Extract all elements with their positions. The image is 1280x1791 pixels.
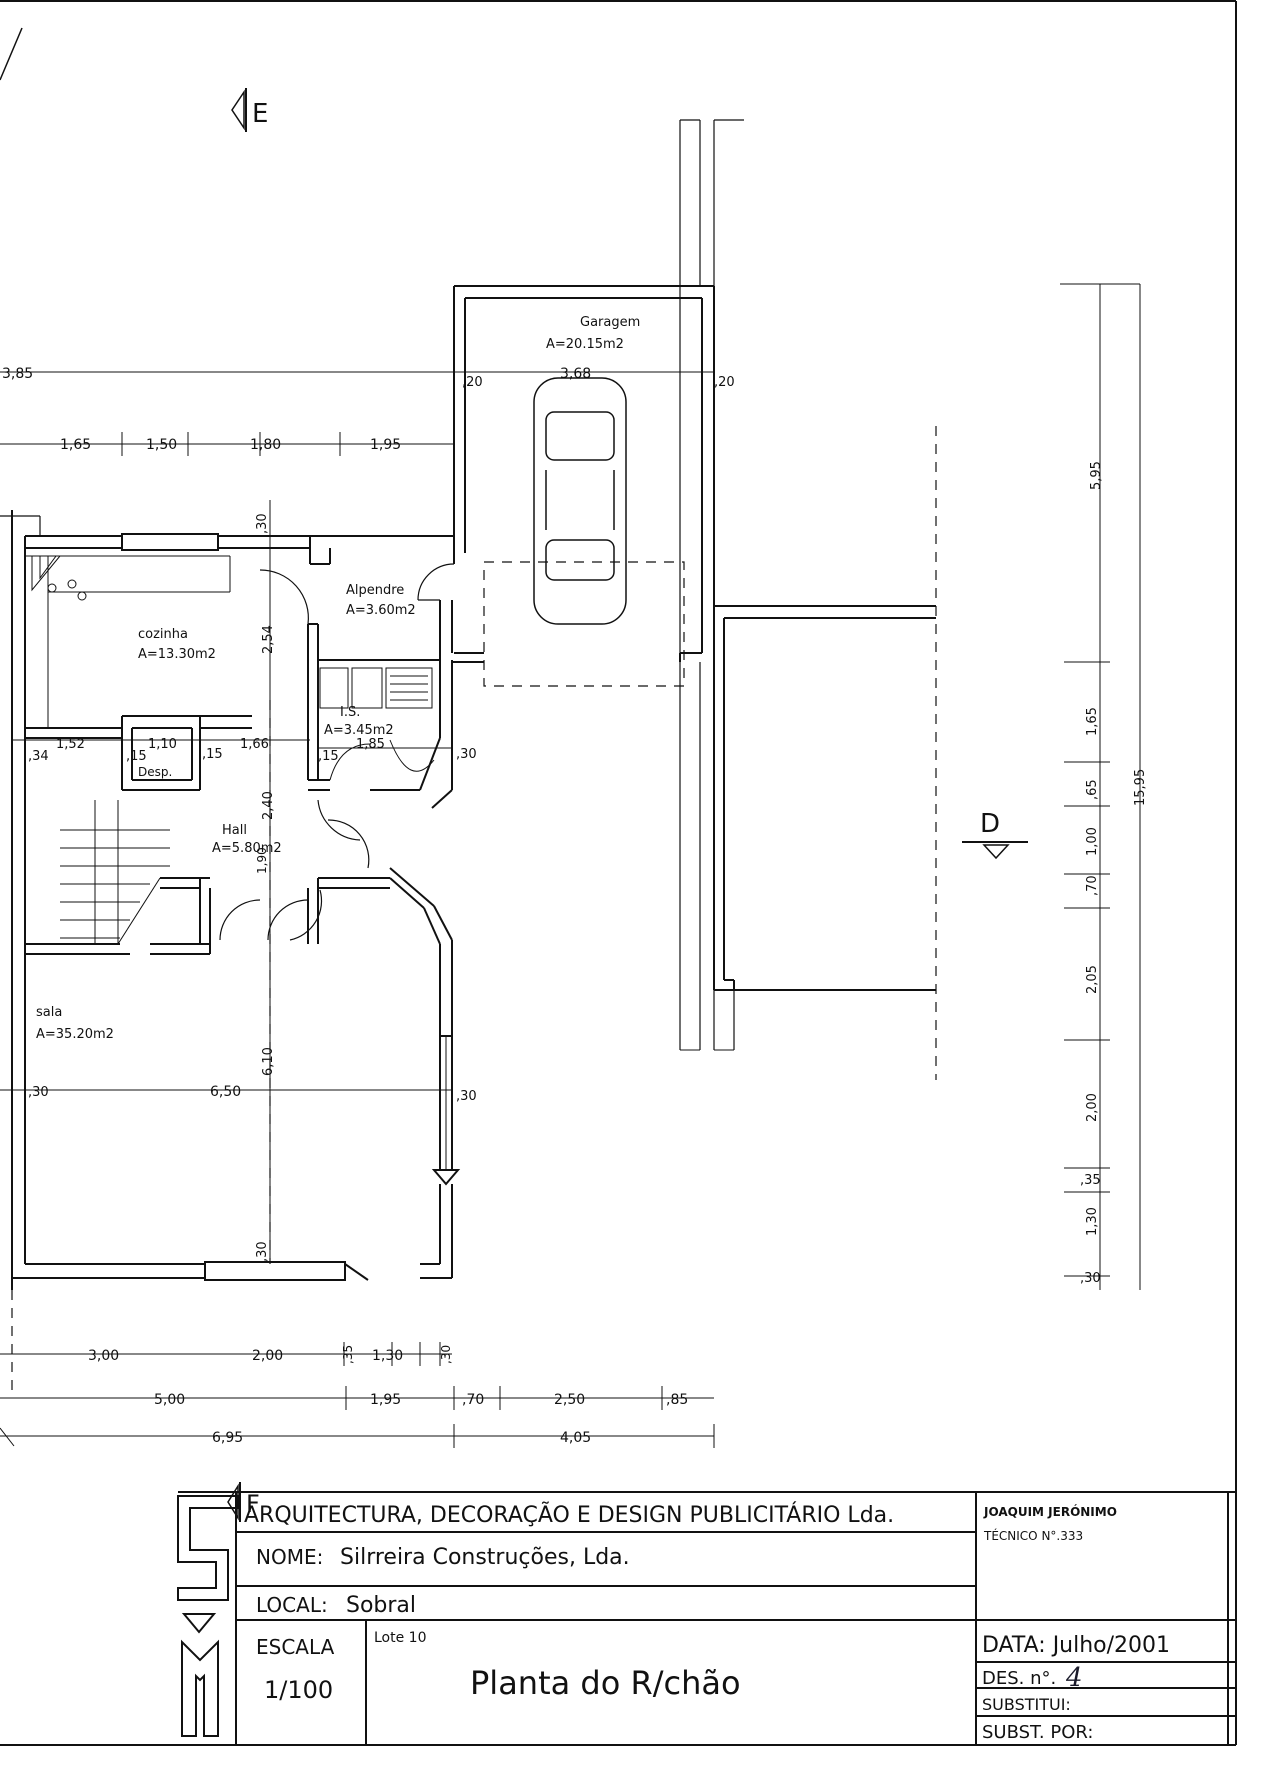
dim-top-total: 3,85 [2, 366, 33, 382]
room-name-is: I.S. [340, 705, 360, 720]
dim-bot1-3-00: 3,00 [88, 1348, 119, 1364]
dim-r-65: ,65 [1085, 779, 1100, 800]
dim-r-2-05: 2,05 [1085, 965, 1100, 994]
technician-name: JOAQUIM JERÓNIMO [983, 1504, 1117, 1519]
section-label-f: F [246, 1490, 260, 1518]
room-area-cozinha: A=13.30m2 [138, 647, 216, 662]
dim-bot2-85: ,85 [666, 1392, 688, 1408]
dim-mid-30: ,30 [456, 747, 477, 762]
company-logo [177, 1495, 239, 1601]
dim-v-6-10: 6,10 [261, 1047, 276, 1076]
dim-bot2-1-95: 1,95 [370, 1392, 401, 1408]
des-number: 4 [1065, 1663, 1083, 1693]
dim-v-1-90: 1,90 [255, 847, 269, 874]
dim-r-2-00: 2,00 [1085, 1093, 1100, 1122]
bathroom-fixtures [319, 667, 435, 781]
room-area-sala: A=35.20m2 [36, 1027, 114, 1042]
dim-sala-30-left: ,30 [28, 1085, 49, 1100]
door-swings [219, 563, 455, 941]
subst-por-field: SUBST. POR: [982, 1722, 1093, 1743]
dim-mid-15b: ,15 [202, 747, 223, 762]
section-marker-e: E [231, 88, 268, 132]
dim-v-2-54: 2,54 [261, 625, 276, 654]
lote-label: Lote 10 [374, 1630, 427, 1646]
room-area-hall: A=5.80m2 [212, 841, 282, 856]
kitchen-details [25, 555, 231, 728]
dim-garagem-width: 3,68 [560, 366, 591, 382]
dim-r-35: ,35 [1080, 1173, 1101, 1188]
dim-r-1-00: 1,00 [1085, 827, 1100, 856]
dim-top-c: 1,80 [250, 437, 281, 453]
dim-mid-1-66: 1,66 [240, 737, 269, 752]
dim-r-1-30: 1,30 [1085, 1207, 1100, 1236]
walls [0, 119, 936, 1290]
dim-top-d: 1,95 [370, 437, 401, 453]
dim-bot1-2-00: 2,00 [252, 1348, 283, 1364]
dimension-lines [0, 283, 1141, 1448]
drawing-title: Planta do R/chão [470, 1664, 741, 1702]
dim-mid-1-10: 1,10 [148, 737, 177, 752]
dim-mid-1-52: 1,52 [56, 737, 85, 752]
date-field: DATA: Julho/2001 [982, 1633, 1170, 1658]
technician-id: TÉCNICO N°.333 [983, 1528, 1083, 1543]
dim-mid-34: ,34 [28, 749, 49, 764]
section-label-e: E [252, 99, 268, 129]
dim-bot2-5-00: 5,00 [154, 1392, 185, 1408]
dim-r-total: 15,95 [1133, 769, 1148, 806]
room-name-sala: sala [36, 1005, 62, 1020]
title-block [177, 1491, 1236, 1745]
dim-r-5-95: 5,95 [1089, 461, 1104, 490]
dim-v-2-40: 2,40 [261, 791, 276, 820]
dim-top-a: 1,65 [60, 437, 91, 453]
room-area-is: A=3.45m2 [324, 723, 394, 738]
dim-bot2-70: ,70 [462, 1392, 484, 1408]
dim-r-1-65: 1,65 [1085, 707, 1100, 736]
dim-sala-6-50: 6,50 [210, 1084, 241, 1100]
dim-bot2-2-50: 2,50 [554, 1392, 585, 1408]
dim-wall-20-left: ,20 [462, 375, 483, 390]
section-label-d: D [980, 809, 1000, 839]
dim-r-70: ,70 [1085, 875, 1100, 896]
dim-mid-1-85: 1,85 [356, 737, 385, 752]
nome-value: Silrreira Construções, Lda. [340, 1545, 630, 1570]
local-value: Sobral [346, 1593, 416, 1618]
room-area-alpendre: A=3.60m2 [346, 603, 416, 618]
substitui-field: SUBSTITUI: [982, 1695, 1071, 1714]
escala-label: ESCALA [256, 1635, 335, 1659]
dim-v-30-bottom: ,30 [255, 1241, 270, 1262]
dim-v-30-top: ,30 [255, 513, 270, 534]
escala-value: 1/100 [264, 1676, 333, 1704]
dim-mid-15a: ,15 [126, 749, 147, 764]
room-name-alpendre: Alpendre [346, 583, 404, 598]
dim-mid-15c: ,15 [318, 749, 339, 764]
room-name-cozinha: cozinha [138, 627, 188, 642]
dim-bot3-4-05: 4,05 [560, 1430, 591, 1446]
room-name-hall: Hall [222, 823, 247, 838]
section-marker-f: F [227, 1482, 260, 1522]
nome-label: NOME: [256, 1545, 323, 1569]
dim-bot3-6-95: 6,95 [212, 1430, 243, 1446]
dim-bot1-30: ,30 [439, 1345, 453, 1364]
company-name: ARQUITECTURA, DECORAÇÃO E DESIGN PUBLICI… [244, 1501, 894, 1528]
dim-wall-20-right: ,20 [714, 375, 735, 390]
local-label: LOCAL: [256, 1593, 328, 1617]
drawing-border [0, 0, 1237, 1746]
dim-r-30: ,30 [1080, 1271, 1101, 1286]
stairs [60, 800, 170, 945]
room-name-garagem: Garagem [580, 315, 640, 330]
car-symbol [533, 377, 627, 625]
dim-bot1-35: ,35 [341, 1345, 355, 1364]
dim-sala-30-right: ,30 [456, 1089, 477, 1104]
dim-bot1-1-30: 1,30 [372, 1348, 403, 1364]
section-marker-d: D [962, 809, 1028, 860]
room-name-desp: Desp. [138, 765, 172, 779]
dim-top-b: 1,50 [146, 437, 177, 453]
dimension-labels: 3,85 1,65 1,50 1,80 1,95 ,20 3,68 ,20 ,3… [2, 366, 1148, 1446]
room-area-garagem: A=20.15m2 [546, 337, 624, 352]
des-label: DES. n°. [982, 1668, 1056, 1689]
room-labels: Garagem A=20.15m2 Alpendre A=3.60m2 cozi… [36, 315, 640, 1042]
title-block-text: ARQUITECTURA, DECORAÇÃO E DESIGN PUBLICI… [244, 1501, 1170, 1743]
